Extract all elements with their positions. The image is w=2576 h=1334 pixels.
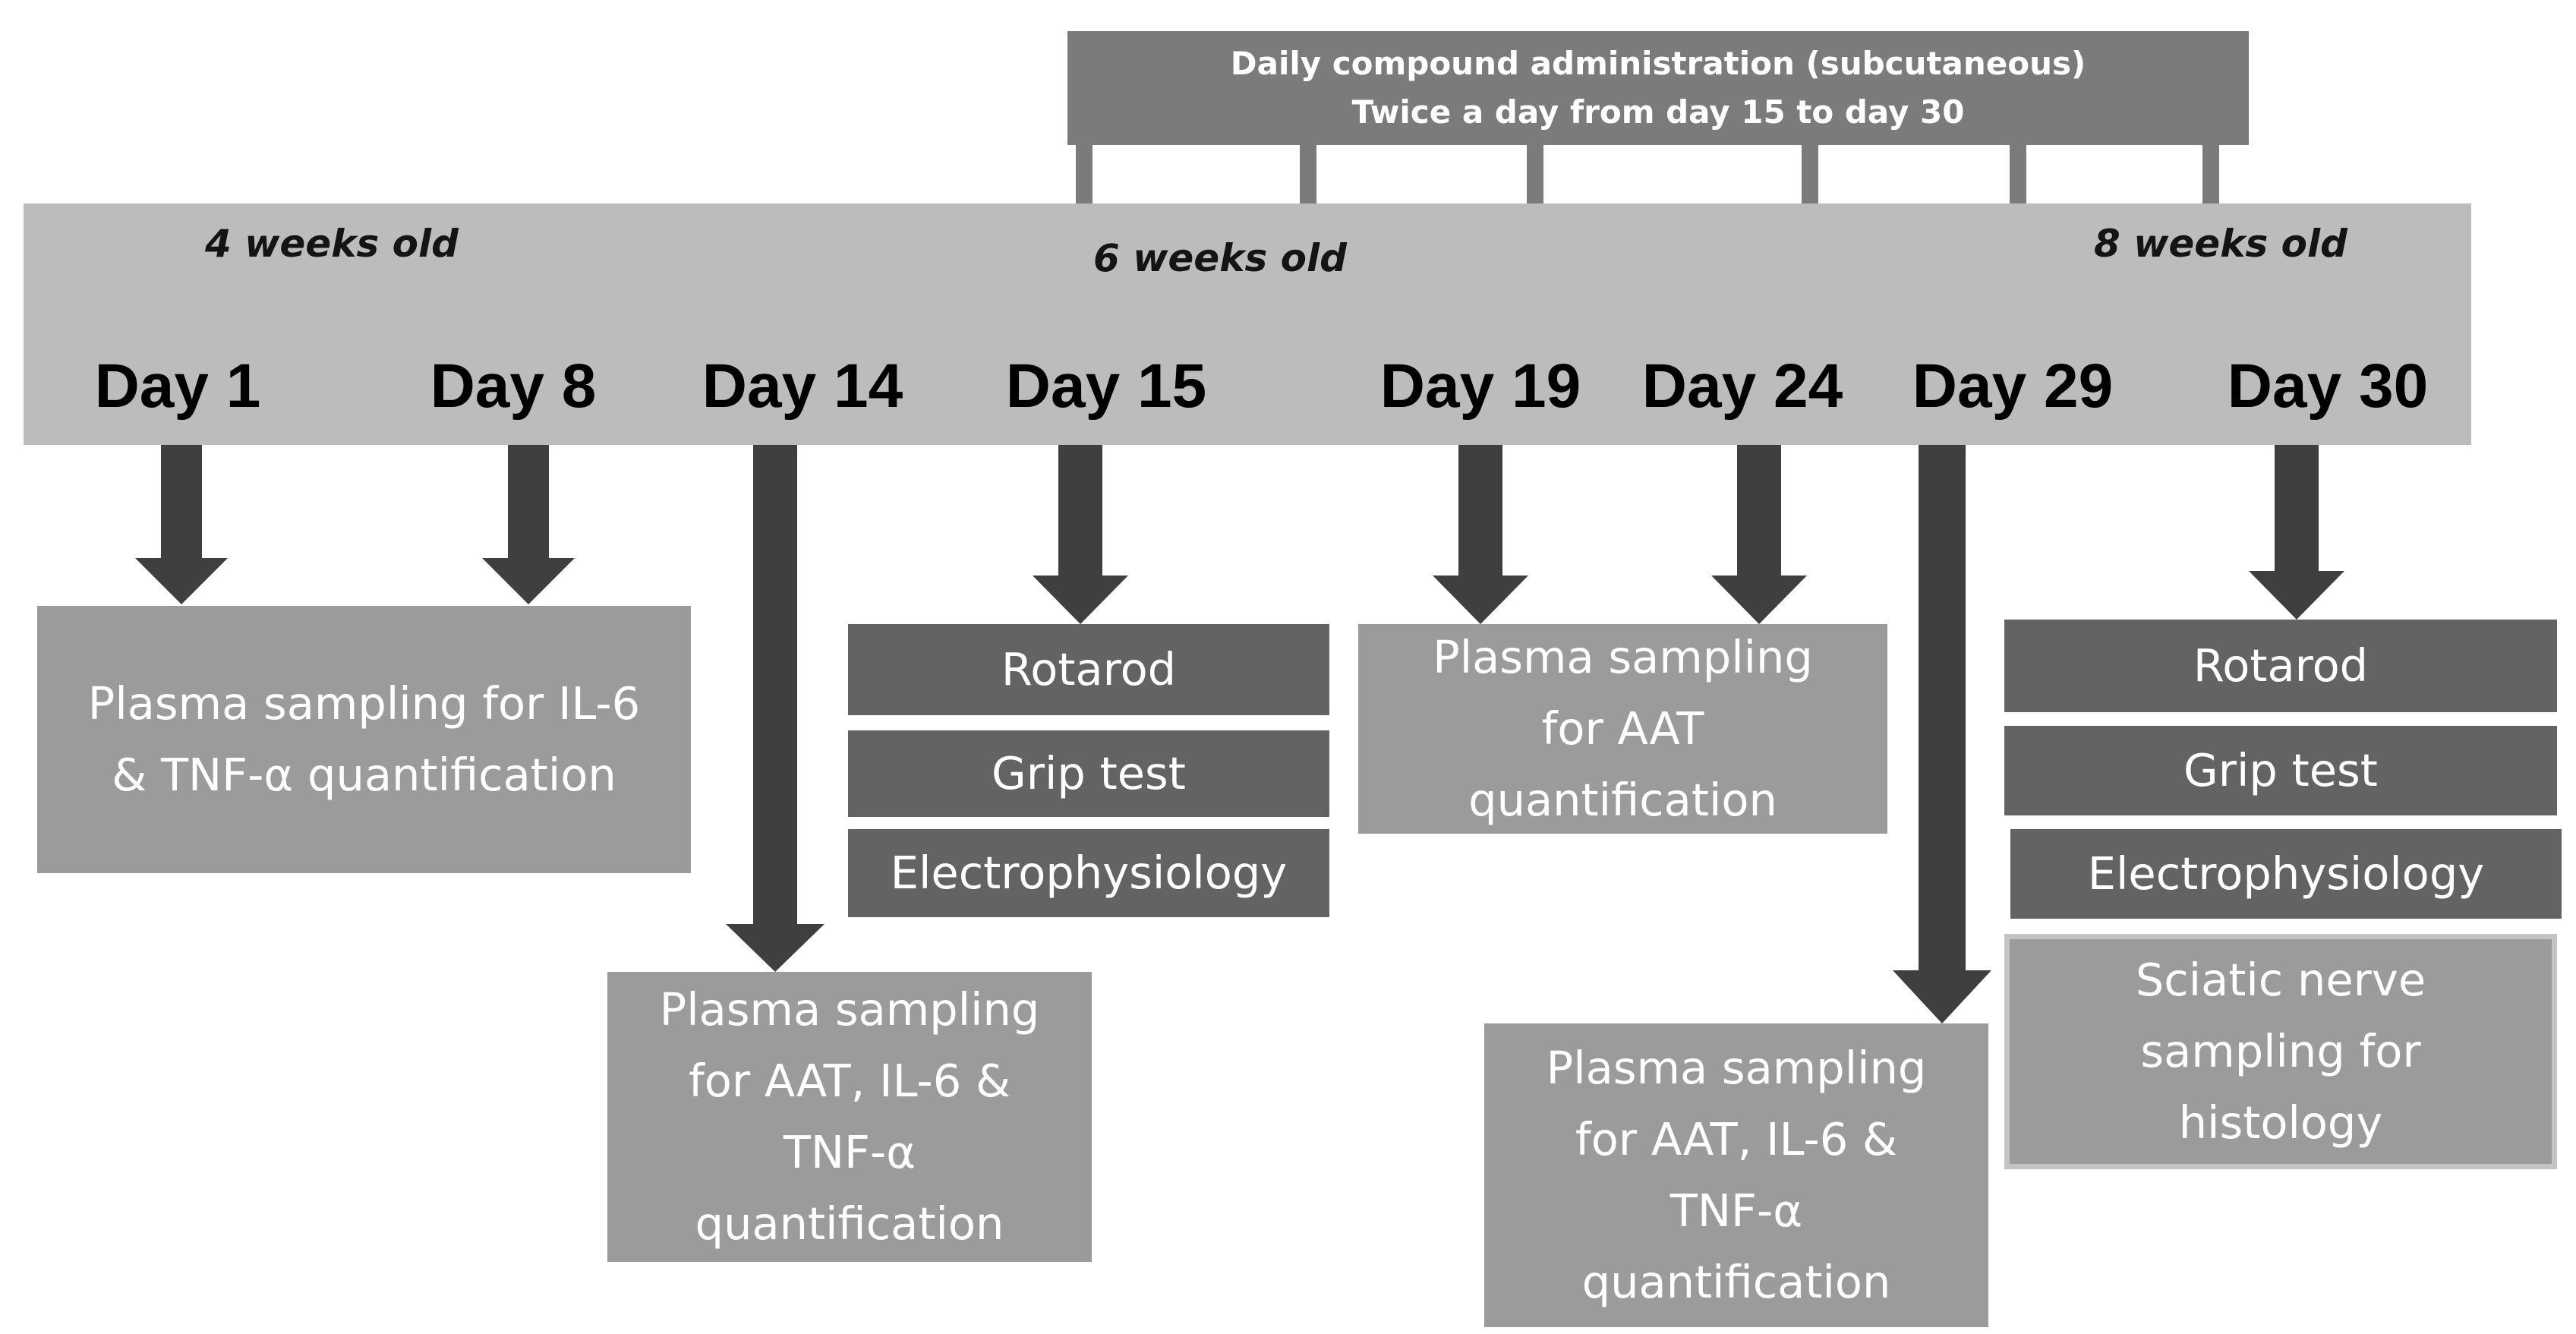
tick-day-18 <box>1300 140 1316 207</box>
arrow-day-29 <box>1893 445 1991 1023</box>
box-line: for AAT <box>1541 702 1704 755</box>
age-label-4-weeks: 4 weeks old <box>205 222 459 266</box>
box-line: Plasma sampling <box>1433 631 1813 683</box>
arrow-day-1 <box>135 445 228 604</box>
plasma-il6-tnf-box: Plasma sampling for IL-6 & TNF-α quantif… <box>37 606 691 873</box>
plasma-aat-il6-tnf-box-day-14: Plasma sampling for AAT, IL-6 & TNF-α qu… <box>607 972 1092 1262</box>
grip-test-box-day-30: Grip test <box>2004 726 2557 815</box>
box-label: Electrophysiology <box>2087 847 2485 900</box>
administration-line-1: Daily compound administration (subcutane… <box>1230 45 2086 82</box>
tick-day-30 <box>2202 140 2219 207</box>
box-line: sampling for <box>2140 1025 2421 1077</box>
box-label: Rotarod <box>1001 643 1177 695</box>
day-label-30: Day 30 <box>2227 352 2429 421</box>
arrow-day-19 <box>1433 445 1528 624</box>
administration-ticks <box>1076 140 2219 207</box>
box-line: histology <box>2178 1096 2383 1149</box>
arrow-day-14 <box>726 445 825 972</box>
rotarod-box-day-30: Rotarod <box>2004 620 2557 712</box>
timeline-bar <box>24 203 2471 445</box>
box-label: Grip test <box>2183 744 2378 796</box>
rotarod-box-day-15: Rotarod <box>848 624 1329 715</box>
box-label: Rotarod <box>2193 639 2369 692</box>
box-line: TNF-α <box>783 1126 916 1178</box>
arrow-day-15 <box>1033 445 1128 624</box>
plasma-aat-il6-tnf-box-day-29: Plasma sampling for AAT, IL-6 & TNF-α qu… <box>1484 1023 1988 1327</box>
electrophysiology-box-day-30: Electrophysiology <box>2010 829 2562 919</box>
box-line: Plasma sampling <box>1546 1042 1927 1094</box>
box-line: Plasma sampling for IL-6 <box>87 677 641 730</box>
electrophysiology-box-day-15: Electrophysiology <box>848 829 1329 917</box>
box-line: quantification <box>1468 774 1777 826</box>
day-label-15: Day 15 <box>1005 352 1207 421</box>
day-label-14: Day 14 <box>702 352 903 421</box>
box-line: Plasma sampling <box>659 983 1040 1036</box>
box-line: quantification <box>695 1197 1004 1250</box>
administration-line-2: Twice a day from day 15 to day 30 <box>1351 93 1965 131</box>
arrows <box>135 445 2344 1023</box>
day-label-8: Day 8 <box>430 352 597 421</box>
age-label-8-weeks: 8 weeks old <box>2094 222 2347 266</box>
box-line: quantification <box>1581 1256 1891 1308</box>
box-line: TNF-α <box>1670 1184 1803 1237</box>
box-line: & TNF-α quantification <box>112 749 616 801</box>
arrow-day-8 <box>482 445 575 604</box>
arrow-day-24 <box>1711 445 1807 624</box>
box-line: for AAT, IL-6 & <box>1575 1113 1898 1165</box>
age-label-6-weeks: 6 weeks old <box>1093 236 1347 280</box>
box-label: Electrophysiology <box>890 847 1288 899</box>
grip-test-box-day-15: Grip test <box>848 730 1329 817</box>
compound-administration-box: Daily compound administration (subcutane… <box>1067 31 2249 145</box>
tick-day-27 <box>2010 140 2026 207</box>
day-label-1: Day 1 <box>94 352 261 421</box>
box-label: Grip test <box>992 747 1186 799</box>
tick-day-15 <box>1076 140 1093 207</box>
plasma-aat-box: Plasma sampling for AAT quantification <box>1358 624 1887 834</box>
sciatic-nerve-box: Sciatic nerve sampling for histology <box>2004 934 2557 1169</box>
day-label-29: Day 29 <box>1912 352 2114 421</box>
arrow-day-30 <box>2249 445 2344 620</box>
box-line: Sciatic nerve <box>2135 954 2426 1006</box>
tick-day-24 <box>1802 140 1818 207</box>
tick-day-21 <box>1527 140 1543 207</box>
day-label-24: Day 24 <box>1641 352 1843 421</box>
day-label-19: Day 19 <box>1379 352 1581 421</box>
box-line: for AAT, IL-6 & <box>688 1055 1011 1107</box>
